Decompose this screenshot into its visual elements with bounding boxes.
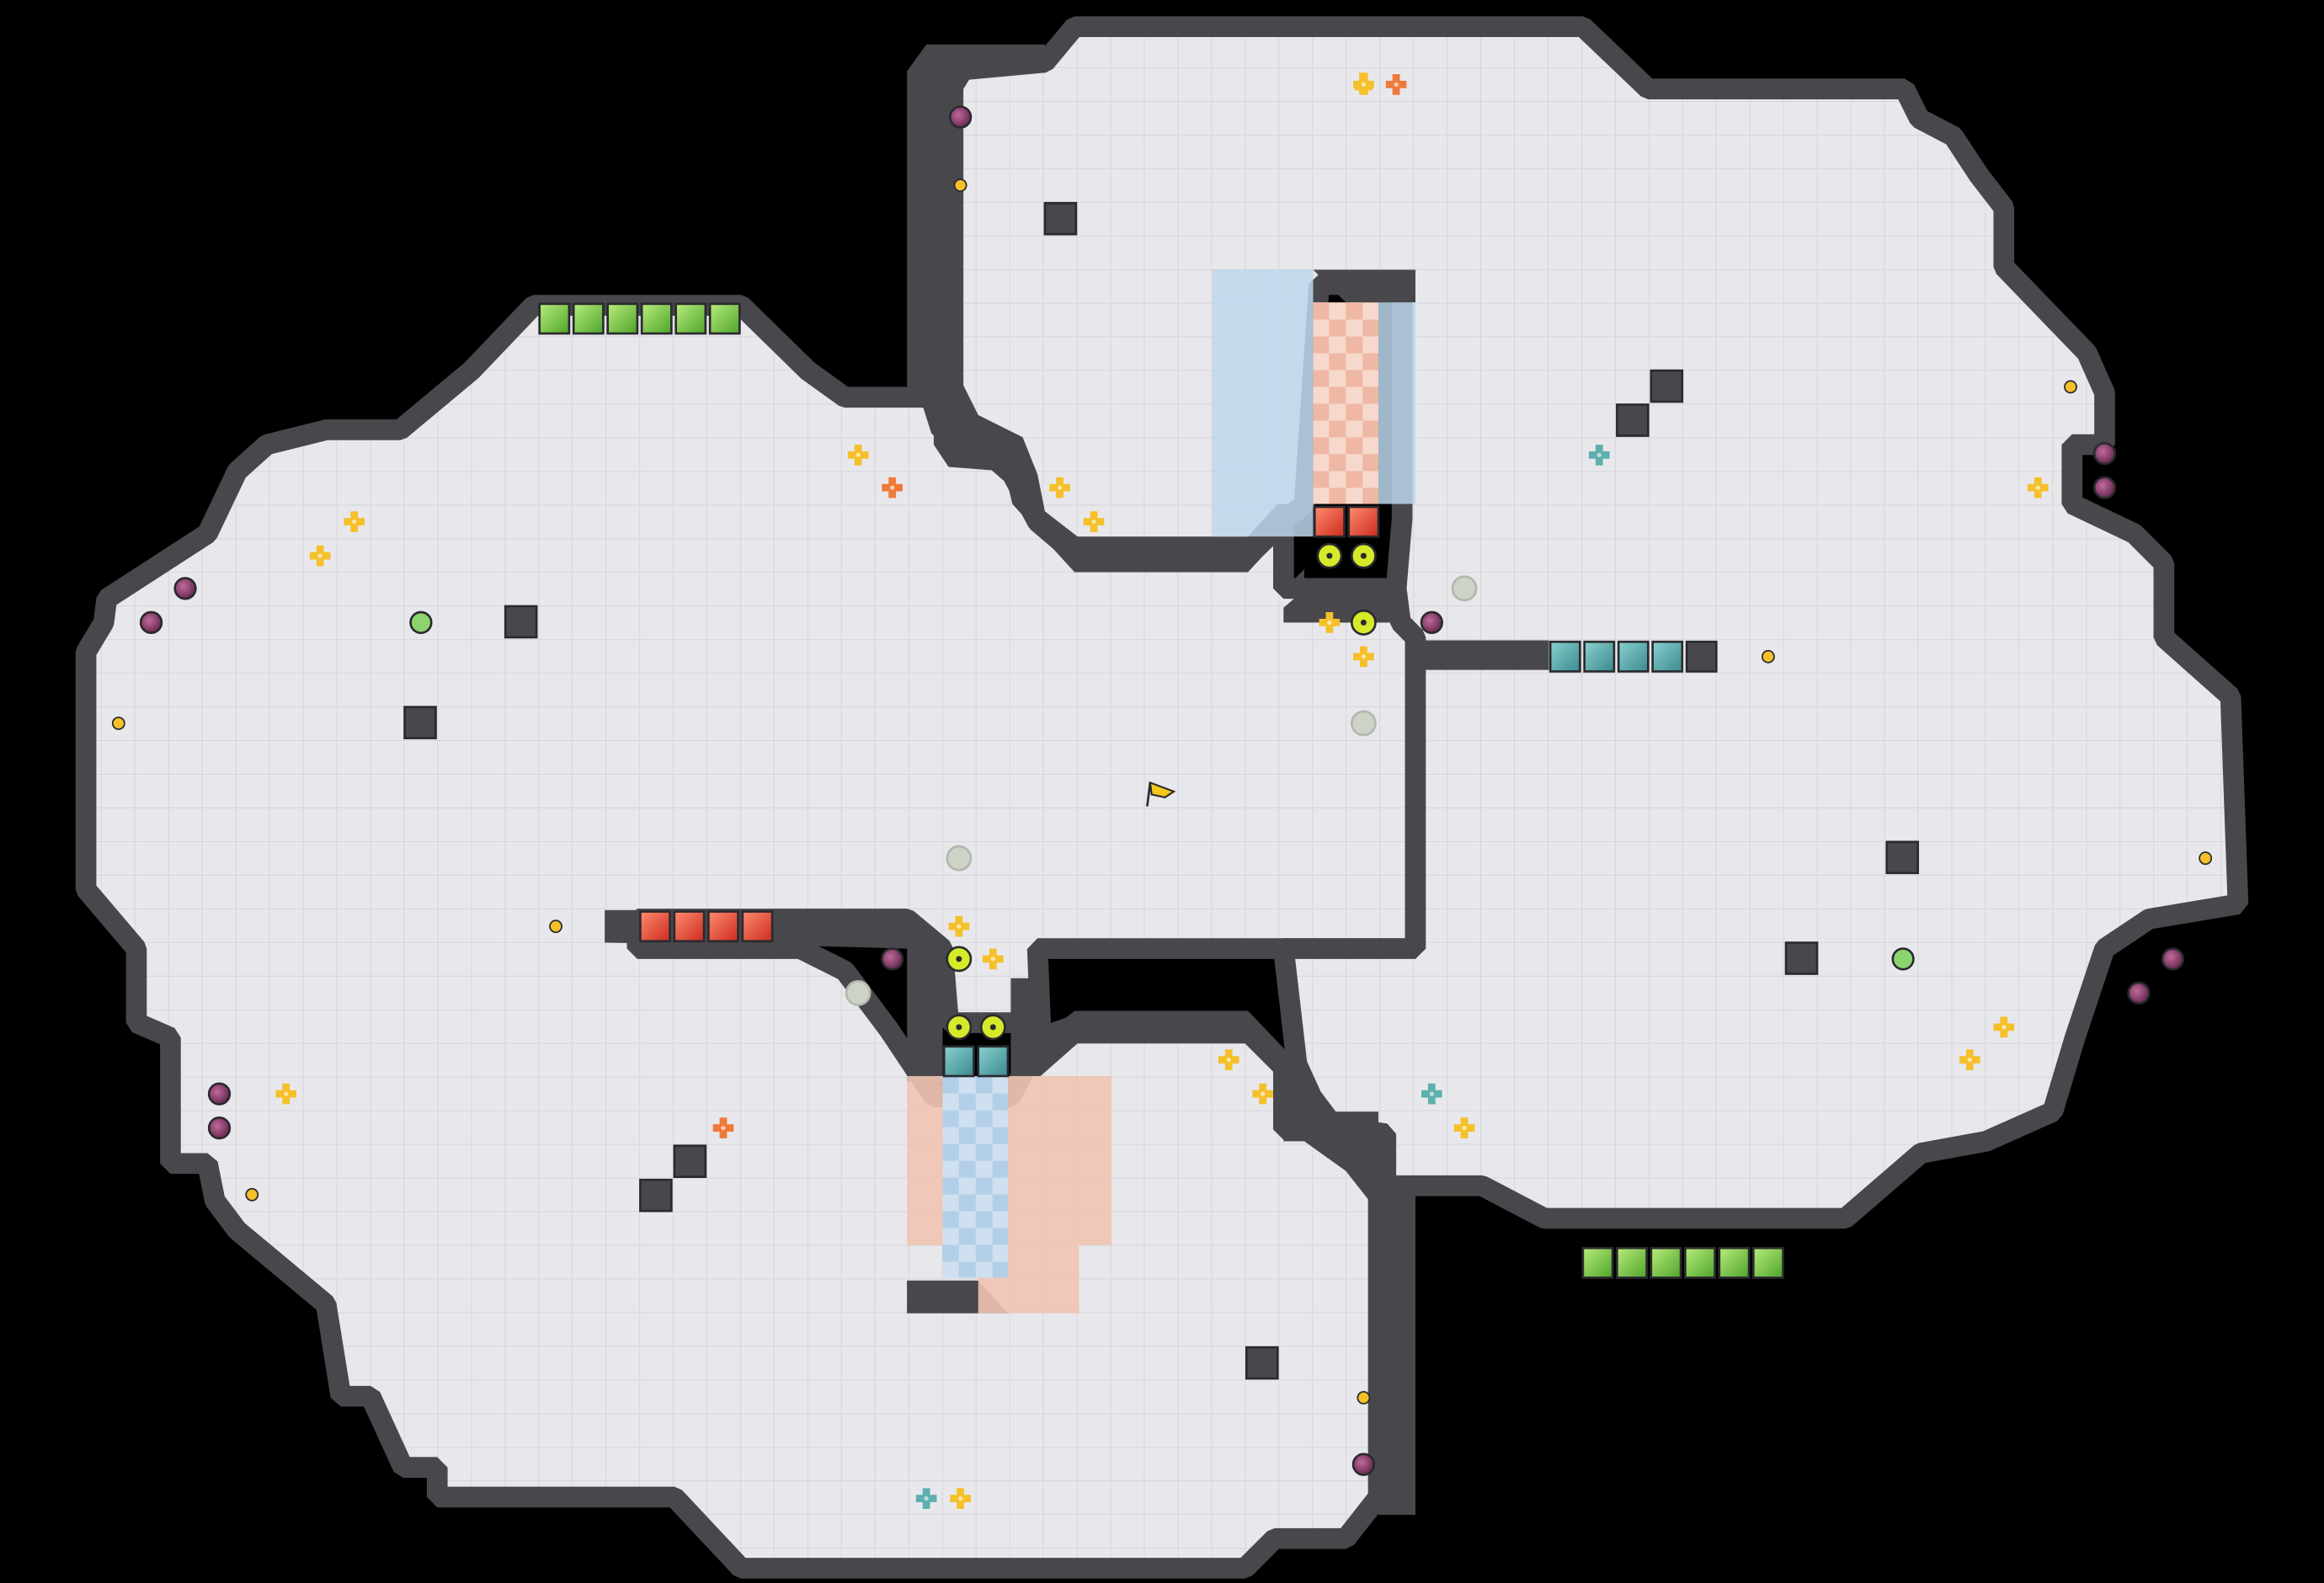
orange-zone-bottom xyxy=(907,1075,1112,1245)
pickup-plus-icon xyxy=(950,1488,971,1509)
pickup-plus-icon xyxy=(1385,74,1407,95)
green-gate-bottom xyxy=(1581,1246,1784,1279)
teal-gate-bottom xyxy=(942,1045,1010,1078)
pickup-plus-icon xyxy=(882,477,903,498)
blue-zone-top xyxy=(1212,269,1314,537)
wall-stub-left xyxy=(607,911,637,941)
wall-bottom-divider xyxy=(1010,978,1415,1516)
wall-top-divider xyxy=(907,44,1403,623)
pickup-plus-icon xyxy=(1353,74,1374,95)
red-gate-top xyxy=(1313,505,1380,538)
pickup-plus-icon xyxy=(275,1083,297,1105)
checker-orange-top xyxy=(1313,302,1378,504)
wall-block-top-slope xyxy=(1313,269,1415,303)
wall-ledge-left xyxy=(605,909,943,1083)
pickup-plus-icon xyxy=(1049,477,1070,498)
pickup-plus-icon xyxy=(309,545,331,567)
checker-blue-bottom xyxy=(942,1075,1008,1278)
pickup-plus-icon xyxy=(1421,1083,1442,1105)
pickup-plus-icon xyxy=(1353,646,1374,668)
pickup-plus-icon xyxy=(712,1117,734,1138)
pickup-plus-icon xyxy=(1319,612,1341,633)
orb-dots xyxy=(956,552,1367,1031)
pickup-plus-icon xyxy=(1252,1083,1274,1105)
pickup-plus-icon xyxy=(847,445,869,466)
mines xyxy=(139,105,2185,1476)
faded-orbs xyxy=(845,575,1478,1006)
pickup-plus-icon xyxy=(915,1488,937,1509)
green-tokens xyxy=(409,610,1915,971)
green-gate-top xyxy=(538,302,741,335)
pickup-plus-icon xyxy=(948,915,970,937)
zones xyxy=(907,269,1415,1314)
red-gate-left xyxy=(639,910,774,943)
blue-zone-top-right xyxy=(1378,302,1415,504)
pickup-plus-icon xyxy=(344,511,365,532)
pickup-plus-icon xyxy=(2027,477,2049,498)
pickup-markers xyxy=(275,74,2049,1509)
obstacle-blocks xyxy=(403,201,1920,1380)
pickup-plus-icon xyxy=(1993,1016,2015,1038)
pickup-plus-icon xyxy=(1453,1117,1475,1138)
pickup-plus-icon xyxy=(1083,511,1105,532)
pickup-plus-icon xyxy=(1959,1049,1980,1070)
goal-flag xyxy=(1146,781,1176,807)
coins xyxy=(111,179,2213,1404)
teal-gate-right xyxy=(1548,640,1718,673)
pickup-plus-icon xyxy=(983,948,1004,970)
pickup-plus-icon xyxy=(1218,1049,1239,1070)
wall-ledge-right xyxy=(1378,607,1549,670)
pickup-plus-icon xyxy=(1588,445,1610,466)
